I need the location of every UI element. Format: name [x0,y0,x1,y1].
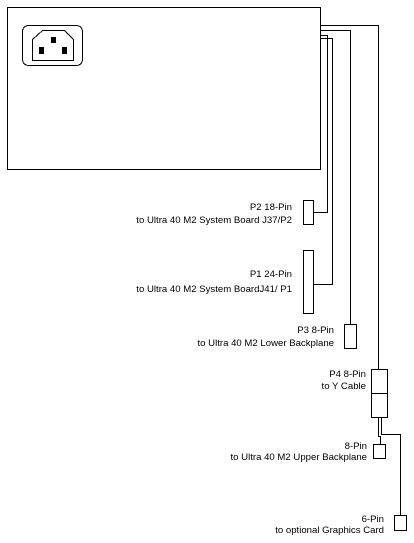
upper-backplane-title-label: 8-Pin [345,441,367,452]
p1-title-label: P1 24-Pin [250,269,292,280]
graphics-card-connector [394,515,407,531]
p4-connector [371,369,388,418]
ac-power-inlet-icon [22,25,83,66]
p3-destination-label: to Ultra 40 M2 Lower Backplane [197,338,334,349]
cable-bundle [313,25,401,515]
p2-connector [303,200,314,225]
p3-title-label: P3 8-Pin [297,325,334,336]
graphics-card-destination-label: to optional Graphics Card [275,525,384,536]
p4-title-label: P4 8-Pin [329,369,366,380]
p2-destination-label: to Ultra 40 M2 System Board J37/P2 [136,215,292,226]
p1-connector [303,250,314,314]
p2-title-label: P2 18-Pin [250,202,292,213]
p1-destination-label: to Ultra 40 M2 System BoardJ41/ P1 [136,284,292,295]
p4-destination-label: to Y Cable [322,381,366,392]
power-supply-unit [7,7,321,170]
upper-backplane-connector [373,444,386,459]
upper-backplane-destination-label: to Ultra 40 M2 Upper Backplane [230,452,367,463]
p3-connector [344,324,357,349]
graphics-card-title-label: 6-Pin [362,514,384,525]
